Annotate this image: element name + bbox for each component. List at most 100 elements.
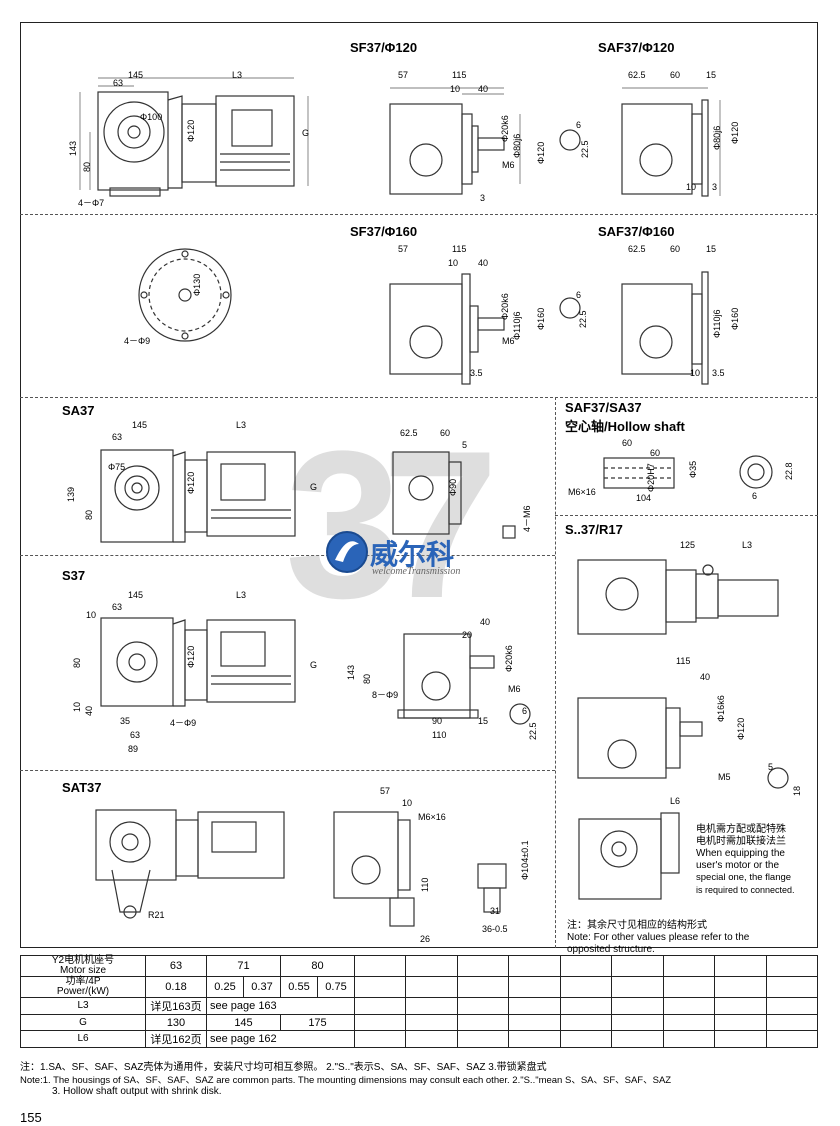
dim-label: 20: [462, 630, 473, 640]
dim-label: 10: [402, 798, 413, 808]
dim-label: 10: [686, 182, 697, 192]
dim-label: 22.8: [784, 462, 794, 480]
dim-label: Φ160: [730, 307, 740, 330]
table-cell: [508, 955, 561, 977]
table-cell: [456, 976, 510, 998]
table-row: G 130 145 175: [20, 1014, 818, 1031]
dim-label: 63: [112, 432, 123, 442]
dim-label: 6: [522, 706, 528, 716]
dim-label: 143: [346, 664, 356, 680]
note-line: user's motor or the: [696, 860, 780, 871]
sat37-front-drawing: [95, 809, 285, 919]
dim-label: 60: [622, 438, 633, 448]
dim-label: 40: [480, 617, 491, 627]
dim-label: M6: [502, 160, 515, 170]
table-cell: see page 163: [206, 997, 355, 1015]
dim-label: 62.5: [628, 70, 646, 80]
hollow-shaft-drawing: [603, 455, 773, 489]
dim-label: 57: [398, 244, 409, 254]
dim-label: Φ120: [186, 471, 196, 494]
other-values-note: 注：其余尺寸见相应的结构形式 Note: For other values pl…: [567, 920, 812, 956]
dim-label: Φ130: [192, 273, 202, 296]
table-cell: [662, 955, 716, 977]
saf37-120-drawing: [621, 87, 721, 197]
dim-label: Φ160: [536, 307, 546, 330]
dim-label: Φ110j6: [712, 309, 722, 338]
dim-label: 10: [450, 84, 461, 94]
dim-label: 63: [113, 78, 124, 88]
drawing-frame: [20, 22, 818, 948]
dim-label: L3: [742, 540, 753, 550]
table-cell: 63: [145, 955, 207, 977]
dim-label: L3: [232, 70, 243, 80]
company-logo-icon: [326, 531, 368, 573]
dim-label: 139: [66, 486, 76, 502]
table-cell: [353, 1030, 407, 1048]
table-cell: [662, 1030, 716, 1048]
dim-label: 3.5: [712, 368, 725, 378]
dim-label: Φ35: [688, 460, 698, 478]
row-label: G: [20, 1014, 146, 1031]
table-cell: [765, 997, 818, 1015]
table-cell: [765, 1030, 818, 1048]
separator-5: [20, 770, 555, 771]
table-cell: [508, 997, 561, 1015]
table-cell: [765, 976, 818, 998]
note-line: 注：其余尺寸见相应的结构形式: [567, 920, 707, 931]
dim-label: 143: [68, 140, 78, 156]
note-line: Note: For other values please refer to t…: [567, 932, 750, 943]
section-title-s37: S37: [62, 568, 86, 583]
dim-label: 63: [112, 602, 123, 612]
table-cell: [611, 997, 664, 1015]
saf37-160-drawing: [621, 271, 709, 385]
s37-r17-bottom-drawing: [578, 812, 680, 900]
dim-label: L3: [236, 590, 247, 600]
table-cell: [405, 955, 458, 977]
dim-label: 22.5: [580, 140, 590, 158]
table-cell: [611, 976, 664, 998]
dim-label: Φ20k6: [504, 645, 514, 672]
dim-label: Φ120: [186, 119, 196, 142]
dim-label: Φ75: [108, 462, 126, 472]
dim-label: G: [310, 660, 318, 670]
dim-label: M6×16: [418, 812, 446, 822]
dim-label: L6: [670, 796, 681, 806]
table-cell: 0.75: [317, 976, 355, 998]
table-cell: [611, 955, 664, 977]
dim-label: 57: [398, 70, 409, 80]
dim-label: 8－Φ9: [372, 690, 399, 700]
dim-label: 60: [650, 448, 661, 458]
separator-2: [20, 397, 818, 398]
table-cell: [353, 997, 407, 1015]
dim-label: M5: [718, 772, 731, 782]
dim-label: 15: [478, 716, 489, 726]
note-line: special one, the flange: [696, 872, 792, 883]
s37-r17-middle-drawing: [577, 697, 789, 789]
dim-label: 10: [72, 701, 82, 712]
table-cell: 130: [145, 1014, 207, 1031]
table-cell: [714, 1014, 767, 1031]
table-cell: [405, 997, 458, 1015]
s37-front-drawing: [100, 617, 296, 707]
footnote-cn: 注：1.SA、SF、SAF、SAZ壳体为通用件，安装尺寸均可相互参照。 2."S…: [20, 1062, 547, 1073]
dim-label: Φ80j6: [512, 133, 522, 158]
table-cell: 详见162页: [145, 1030, 207, 1048]
dim-label: 110: [420, 877, 430, 892]
table-cell: [559, 955, 613, 977]
table-cell: 0.25: [206, 976, 244, 998]
footnote-en-1: Note:1. The housings of SA、SF、SAF、SAZ ar…: [20, 1075, 672, 1086]
table-cell: [405, 976, 458, 998]
section-title-sat37: SAT37: [62, 780, 102, 795]
top-left-front-view: [79, 77, 309, 197]
dim-label: 40: [478, 258, 489, 268]
dim-label: G: [302, 128, 310, 138]
dim-label: 80: [72, 657, 82, 668]
dim-label: 62.5: [628, 244, 646, 254]
note-line: opposited structure.: [567, 944, 655, 955]
dim-label: 115: [676, 656, 691, 666]
note-line: is required to connected.: [696, 885, 795, 895]
section-title-s37-r17: S..37/R17: [565, 522, 623, 537]
table-cell: [508, 1030, 561, 1048]
